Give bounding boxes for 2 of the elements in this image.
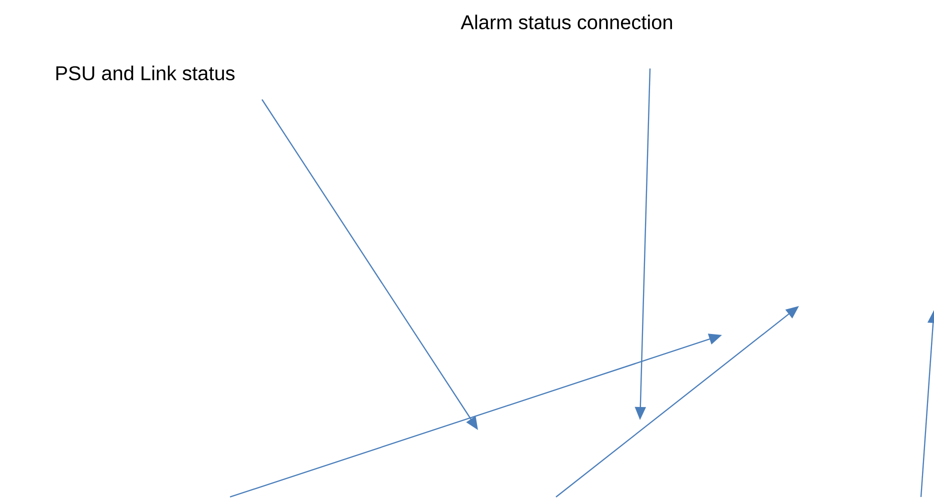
label-text: PSU and Link status [56, 66, 235, 80]
label-text: Alarm status connection [460, 14, 672, 30]
